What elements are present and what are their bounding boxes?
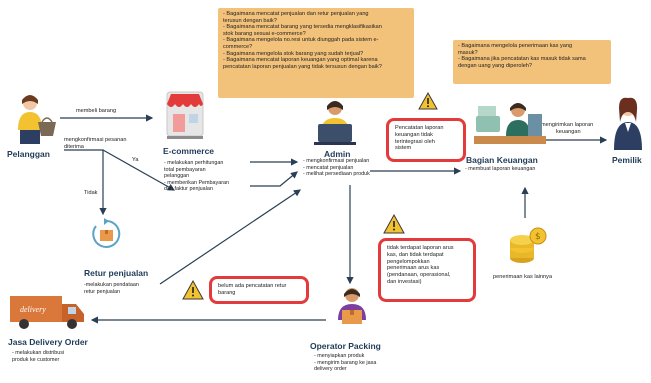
admin-question: - Bagaimana mencatat barang yang tersedi… xyxy=(223,24,382,31)
ecommerce-task: dan faktur penjualan xyxy=(164,186,213,193)
admin-question: - Bagaimana mengelola no.resi untuk diun… xyxy=(223,37,379,44)
admin-question: terusun dengan baik? xyxy=(223,17,277,24)
edge-label-no: Tidak xyxy=(84,190,98,196)
issue-return-line: belum ada pencatatan retur xyxy=(218,283,287,289)
admin-question: stok barang sesuai e-commerce? xyxy=(223,30,306,37)
return-task: -melakukan pendataan xyxy=(84,282,139,288)
issue-return-box: belum ada pencatatan retur barang xyxy=(209,276,309,304)
node-return: Retur penjualan xyxy=(84,268,149,278)
return-box-icon xyxy=(90,218,124,254)
finance-task-list: - membuat laporan keuangan xyxy=(465,166,565,173)
return-task: retur penjualan xyxy=(84,288,120,295)
finance-question: - Bagaimana mengelola penerimaan kas yan… xyxy=(458,43,573,49)
ecommerce-task: total pembayaran xyxy=(164,166,206,173)
admin-questions-note: - Bagaimana mencatat penjualan dan retur… xyxy=(218,8,414,98)
arrow-ecom-admin-2 xyxy=(250,171,298,187)
delivery-task: - melakukan distribusi xyxy=(12,350,65,356)
owner-icon xyxy=(610,96,646,152)
finance-question: dengan uang yang diperoleh? xyxy=(458,62,533,69)
svg-text:$: $ xyxy=(535,232,541,242)
ecommerce-task-list: - melakukan perhitungan total pembayaran… xyxy=(164,160,254,193)
issue-cash-line: pengelompokkan xyxy=(387,258,430,265)
node-customer: Pelanggan xyxy=(7,149,50,159)
admin-question: - Bagaimana mencatat laporan keuangan ya… xyxy=(223,57,378,64)
warning-icon xyxy=(182,279,204,305)
issue-cash-box: tidak terdapat laporan arus kas, dan tid… xyxy=(378,238,476,302)
issue-cash-line: (pendanaan, operasional, xyxy=(387,272,451,279)
issue-cash-line: penerimaan arus kas xyxy=(387,265,440,272)
finance-questions-note: - Bagaimana mengelola penerimaan kas yan… xyxy=(453,40,611,84)
ecommerce-task: - melakukan perhitungan xyxy=(164,160,224,166)
node-finance: Bagian Keuangan xyxy=(466,155,538,165)
delivery-task: produk ke customer xyxy=(12,356,60,363)
admin-task: - mengkonfirmasi penjualan xyxy=(303,158,370,164)
admin-task: - mencatat penjualan xyxy=(303,164,354,171)
packing-task: delivery order xyxy=(314,366,347,373)
arrow-retur-admin xyxy=(159,189,301,285)
issue-return-line: barang xyxy=(218,289,236,296)
edge-label-buy: membeli barang xyxy=(76,108,117,114)
packing-task: - mengirim barang ke jasa xyxy=(314,359,377,366)
node-packing: Operator Packing xyxy=(310,341,381,351)
node-ecommerce: E-commerce xyxy=(163,146,215,156)
finance-question: masuk? xyxy=(458,49,478,56)
edge-label-finance: keuangan xyxy=(556,129,581,135)
admin-question: - Bagaimana mencatat penjualan dan retur… xyxy=(223,11,369,17)
issue-finance-line: Pencatatan laporan xyxy=(395,125,444,131)
storefront-icon xyxy=(163,90,207,142)
ecommerce-task: - memberikan Pembayaran xyxy=(164,179,230,186)
warning-icon xyxy=(383,213,405,239)
ecommerce-task: pelanggan xyxy=(164,173,190,180)
svg-text:delivery: delivery xyxy=(20,305,46,314)
edge-label-yes: Ya xyxy=(132,157,139,163)
issue-finance-line: keuangan tidak xyxy=(395,131,433,138)
admin-question: pencatatan laporan penjualan yang tidak … xyxy=(223,63,382,70)
delivery-task-list: - melakukan distribusi produk ke custome… xyxy=(12,350,102,363)
arrow-confirm xyxy=(64,149,107,216)
return-task-list: -melakukan pendataan retur penjualan xyxy=(84,282,164,295)
node-other-income: penerimaan kas lainnya xyxy=(493,274,553,280)
packing-task: - menyiapkan produk xyxy=(314,353,365,359)
issue-finance-line: sistem xyxy=(395,145,412,152)
admin-laptop-icon xyxy=(312,98,358,146)
edge-label-report: mengirimkan laporan xyxy=(541,122,594,128)
node-admin: Admin xyxy=(324,149,351,159)
packing-task-list: - menyiapkan produk - mengirim barang ke… xyxy=(314,353,410,373)
issue-cash-line: dan investasi) xyxy=(387,278,422,285)
issue-finance-line: terintegrasi oleh xyxy=(395,138,435,145)
edge-label-received: diterima xyxy=(64,144,84,150)
shopper-icon xyxy=(8,92,60,148)
finance-task: - membuat laporan keuangan xyxy=(465,166,536,172)
issue-cash-line: kas, dan tidak terdapat xyxy=(387,251,444,258)
arrow-ya xyxy=(102,149,176,191)
warning-icon xyxy=(418,91,438,115)
node-owner: Pemilik xyxy=(612,155,642,165)
coins-icon: $ xyxy=(504,222,548,266)
admin-question: commerce? xyxy=(223,43,253,50)
node-delivery: Jasa Delivery Order xyxy=(8,337,88,347)
delivery-truck-icon: delivery xyxy=(8,292,88,332)
admin-question: - Bagaimana mengelola stok barang yang s… xyxy=(223,50,364,57)
finance-question: - Bagaimana jika pencatatan kas masuk ti… xyxy=(458,56,586,63)
packer-icon xyxy=(333,286,371,326)
admin-task-list: - mengkonfirmasi penjualan - mencatat pe… xyxy=(303,158,393,178)
finance-desk-icon xyxy=(474,96,546,150)
edge-label-confirm: mengkonfirmasi pesanan xyxy=(64,137,127,143)
admin-task: - melihat persediaan produk xyxy=(303,171,370,178)
issue-finance-box: Pencatatan laporan keuangan tidak terint… xyxy=(386,118,466,162)
issue-cash-line: tidak terdapat laporan arus xyxy=(387,245,454,251)
